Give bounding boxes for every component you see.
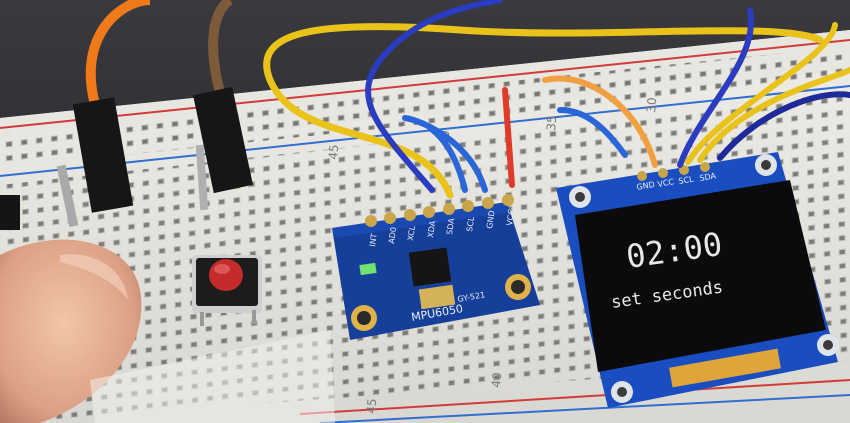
mpu-pin-label: INT	[368, 233, 379, 247]
bb-number: 40	[489, 372, 504, 388]
bb-number: 45	[364, 398, 379, 414]
bb-number: 45	[326, 144, 341, 160]
tape-strip	[90, 330, 335, 423]
mpu-pin-label: GND	[485, 210, 496, 229]
mpu-pin-label: XCL	[406, 225, 417, 242]
mpu-pin-label: SCL	[465, 216, 476, 233]
push-button	[192, 255, 262, 326]
left-wires	[72, 0, 253, 213]
header-pins	[0, 144, 209, 230]
mpu-pin-label: AD0	[387, 226, 398, 244]
oled-module: GND VCC SCL SDA 02:00 set seconds	[556, 152, 839, 408]
bb-number: 35	[544, 115, 559, 131]
bb-number: 30	[644, 97, 659, 113]
oled-pin-label: VCC	[657, 177, 675, 189]
mpu-pin-label: XDA	[426, 220, 437, 239]
oled-pin-label: SCL	[678, 174, 695, 186]
mpu-pin-label: VCC	[505, 208, 516, 226]
breadboard-numbers: 45 40 35 30 45 40 45	[223, 97, 659, 414]
oled-pin-label: GND	[636, 180, 656, 192]
mpu-pin-label: SDA	[445, 217, 456, 235]
oled-pin-label: SDA	[699, 171, 717, 183]
jumper-wires	[263, 0, 850, 199]
mpu6050-board: MPU6050 GY-521 VCC GND SCL SDA XDA XCL A…	[332, 194, 540, 340]
